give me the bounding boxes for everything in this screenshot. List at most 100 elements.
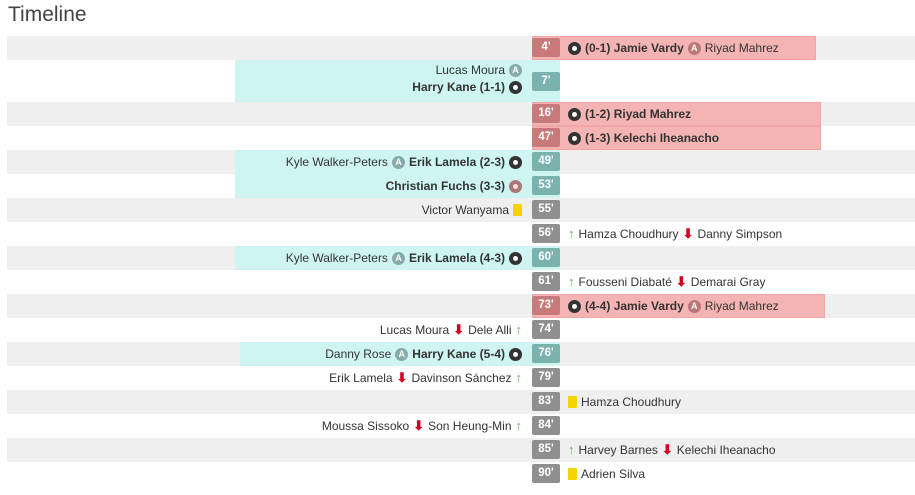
card-player[interactable]: Adrien Silva (581, 467, 646, 481)
goal-scorer[interactable]: Harry Kane (412, 80, 477, 94)
goal-scorer-score: (4-4) Jamie Vardy (585, 294, 684, 318)
assist-player[interactable]: Kyle Walker-Peters (285, 251, 388, 265)
home-event: Christian Fuchs (3-3) (386, 174, 522, 198)
sub-out-arrow-icon: ⬇ (661, 442, 673, 457)
yellow-card-icon (568, 468, 577, 480)
goal-scorer[interactable]: Jamie Vardy (613, 299, 684, 313)
away-event: ↑Hamza Choudhury⬇Danny Simpson (568, 222, 782, 246)
assist-icon: A (509, 64, 522, 77)
timeline-row: 61' ↑Fousseni Diabaté⬇Demarai Gray (7, 270, 915, 294)
goal-scorer-score: Christian Fuchs (3-3) (386, 174, 505, 198)
assist-icon: A (687, 41, 701, 55)
goal-score: (1-3) (585, 131, 611, 145)
sub-in-player[interactable]: Son Heung-Min (428, 419, 512, 433)
sub-out-player[interactable]: Erik Lamela (329, 371, 393, 385)
goal-scorer-score: (1-3) Kelechi Iheanacho (585, 126, 719, 150)
minute-badge: 7' (532, 72, 560, 91)
assist-icon: A (395, 347, 409, 361)
assist-player[interactable]: Danny Rose (325, 347, 392, 361)
goal-score: (3-3) (479, 179, 505, 193)
minute-badge: 73' (532, 296, 560, 315)
goal-scorer-score: Harry Kane (5-4) (412, 342, 505, 366)
minute-badge: 60' (532, 248, 560, 267)
sub-out-arrow-icon: ⬇ (453, 322, 465, 337)
goal-ball-icon (509, 251, 522, 265)
sub-out-player[interactable]: Danny Simpson (697, 227, 783, 241)
goal-ball-icon (568, 299, 581, 313)
minute-badge: 16' (532, 104, 560, 123)
assist-player[interactable]: Riyad Mahrez (704, 299, 779, 313)
timeline-row: 55'Victor Wanyama (7, 198, 915, 222)
sub-out-arrow-icon: ⬇ (682, 226, 694, 241)
goal-scorer[interactable]: Harry Kane (412, 347, 477, 361)
assist-player[interactable]: Lucas Moura (435, 63, 505, 77)
goal-ball-icon (568, 131, 581, 145)
sub-in-player[interactable]: Hamza Choudhury (578, 227, 679, 241)
minute-badge: 85' (532, 440, 560, 459)
timeline-row: 84'Moussa Sissoko⬇Son Heung-Min↑ (7, 414, 915, 438)
timeline-row: 7' Lucas Moura A Harry Kane (1-1) (7, 60, 915, 102)
yellow-card-icon (568, 396, 577, 408)
goal-scorer[interactable]: Kelechi Iheanacho (613, 131, 720, 145)
assist-icon: A (391, 155, 405, 169)
assist-player[interactable]: Riyad Mahrez (704, 41, 779, 55)
minute-badge: 83' (532, 392, 560, 411)
sub-out-player[interactable]: Lucas Moura (379, 323, 450, 337)
away-event: Hamza Choudhury (568, 390, 681, 414)
minute-badge: 4' (532, 38, 560, 57)
card-player[interactable]: Hamza Choudhury (581, 395, 682, 409)
timeline-row: 74' Lucas Moura⬇Dele Alli↑ (7, 318, 915, 342)
goal-scorer[interactable]: Christian Fuchs (385, 179, 477, 193)
home-event: Victor Wanyama (422, 198, 522, 222)
sub-out-player[interactable]: Demarai Gray (690, 275, 766, 289)
sub-in-player[interactable]: Fousseni Diabaté (578, 275, 672, 289)
away-event: ↑Fousseni Diabaté⬇Demarai Gray (568, 270, 765, 294)
minute-badge: 74' (532, 320, 560, 339)
sub-out-player[interactable]: Moussa Sissoko (321, 419, 410, 433)
assist-player[interactable]: Kyle Walker-Peters (285, 155, 388, 169)
sub-out-arrow-icon: ⬇ (413, 418, 425, 433)
goal-ball-icon (568, 41, 581, 55)
goal-ball-icon (509, 155, 522, 169)
timeline-row: 85'↑Harvey Barnes⬇Kelechi Iheanacho (7, 438, 915, 462)
goal-score: (1-1) (479, 80, 505, 94)
goal-scorer-score: Erik Lamela (2-3) (409, 150, 505, 174)
goal-scorer-score: (0-1) Jamie Vardy (585, 36, 684, 60)
sub-in-arrow-icon: ↑ (568, 274, 575, 289)
goal-ball-icon (509, 347, 522, 361)
sub-out-player[interactable]: Kelechi Iheanacho (676, 443, 776, 457)
goal-highlight (235, 60, 560, 102)
minute-badge: 49' (532, 152, 560, 171)
goal-scorer[interactable]: Riyad Mahrez (613, 107, 692, 121)
card-player[interactable]: Victor Wanyama (421, 203, 509, 217)
goal-ball-icon (568, 107, 581, 121)
goal-scorer[interactable]: Jamie Vardy (613, 41, 684, 55)
sub-in-player[interactable]: Harvey Barnes (578, 443, 658, 457)
sub-in-arrow-icon: ↑ (515, 370, 523, 385)
goal-score: (4-4) (585, 299, 611, 313)
minute-badge: 61' (532, 272, 560, 291)
away-event: (1-2) Riyad Mahrez (568, 102, 691, 126)
timeline-row: 83' Hamza Choudhury (7, 390, 915, 414)
sub-in-player[interactable]: Davinson Sánchez (411, 371, 512, 385)
goal-scorer[interactable]: Erik Lamela (408, 155, 477, 169)
goal-scorer-score: Harry Kane (1-1) (412, 79, 505, 96)
timeline-row: 53'Christian Fuchs (3-3) (7, 174, 915, 198)
goal-scorer[interactable]: Erik Lamela (408, 251, 477, 265)
yellow-card-icon (513, 204, 522, 216)
assist-icon: A (687, 299, 701, 313)
minute-badge: 76' (532, 344, 560, 363)
home-event: Erik Lamela⬇Davinson Sánchez↑ (329, 366, 522, 390)
sub-in-player[interactable]: Dele Alli (468, 323, 512, 337)
goal-score: (0-1) (585, 41, 611, 55)
sub-in-arrow-icon: ↑ (515, 322, 523, 337)
